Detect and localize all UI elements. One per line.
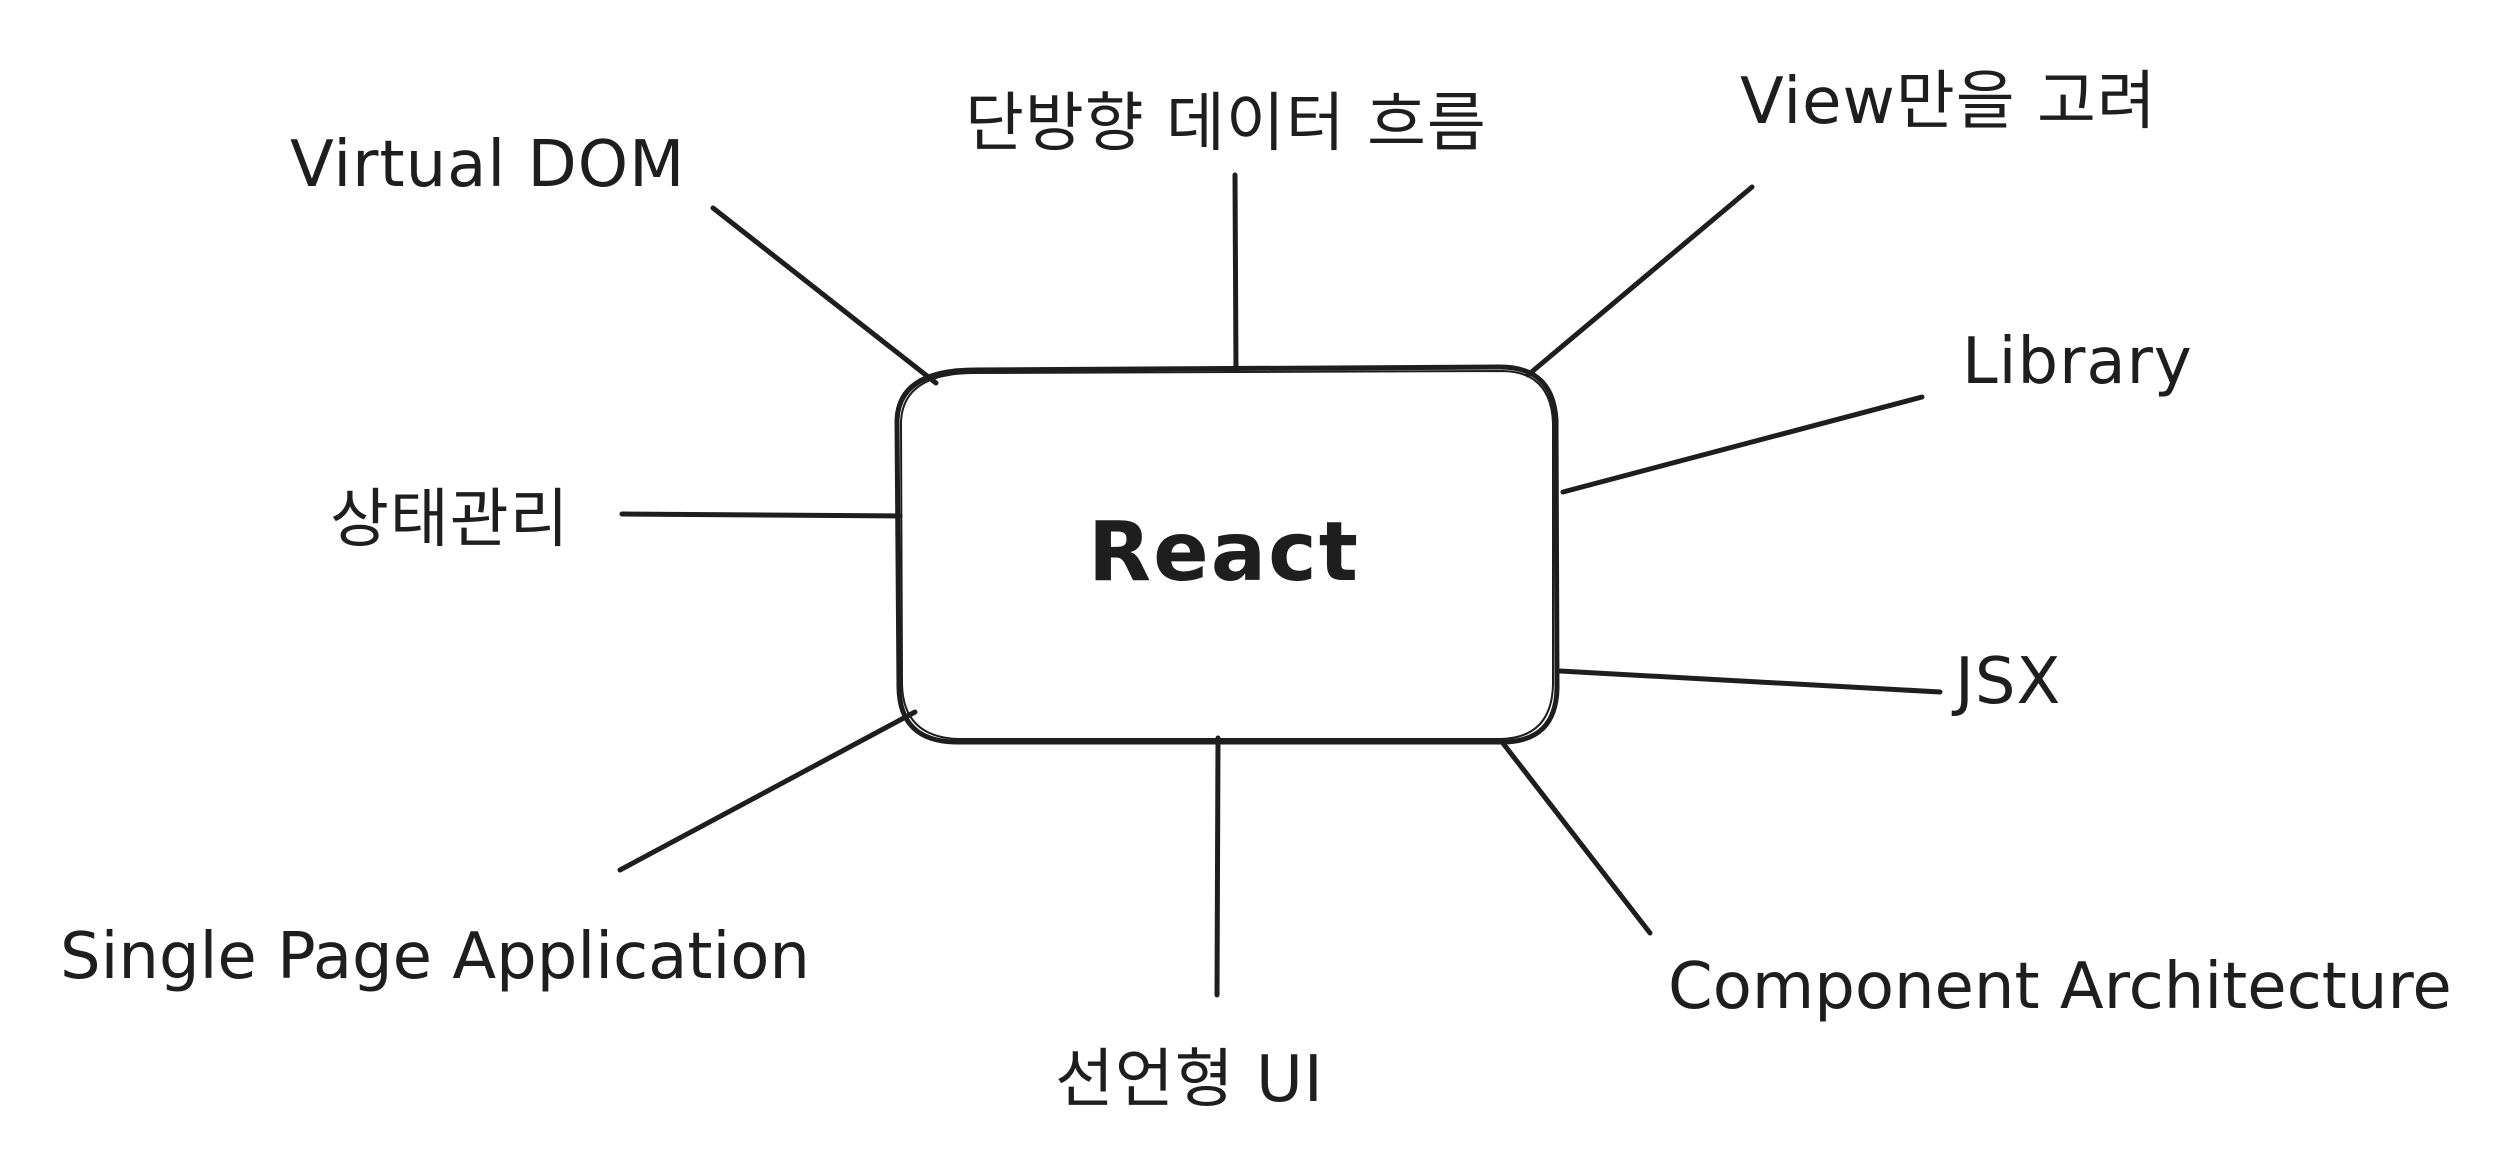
connector-state-management: [619, 511, 903, 519]
connector-virtual-dom: [710, 205, 939, 386]
node-virtual-dom: Virtual DOM: [290, 128, 686, 202]
node-component-architecture: Component Architecture: [1668, 950, 2452, 1024]
node-single-page-application: Single Page Application: [60, 920, 810, 994]
node-jsx: JSX: [1955, 645, 2062, 719]
node-library: Library: [1962, 325, 2193, 399]
connector-declarative-ui: [1214, 735, 1221, 998]
node-state-management: 상태관리: [330, 483, 570, 557]
connector-single-page-application: [617, 709, 918, 873]
connector-view-only: [1525, 184, 1755, 378]
node-view-only: View만을 고려: [1740, 65, 2157, 139]
center-box-sketch: [900, 370, 1554, 740]
node-declarative-ui: 선언형 UI: [1055, 1043, 1324, 1117]
center-label: React: [1088, 505, 1360, 600]
center-box: [894, 364, 1560, 745]
connector-component-architecture-sketch: [1506, 746, 1645, 926]
connector-library: [1560, 394, 1925, 495]
node-unidirectional-data-flow: 단방향 데이터 흐름: [965, 87, 1487, 161]
connector-unidirectional-data-flow: [1232, 172, 1239, 373]
connector-jsx: [1557, 668, 1943, 695]
